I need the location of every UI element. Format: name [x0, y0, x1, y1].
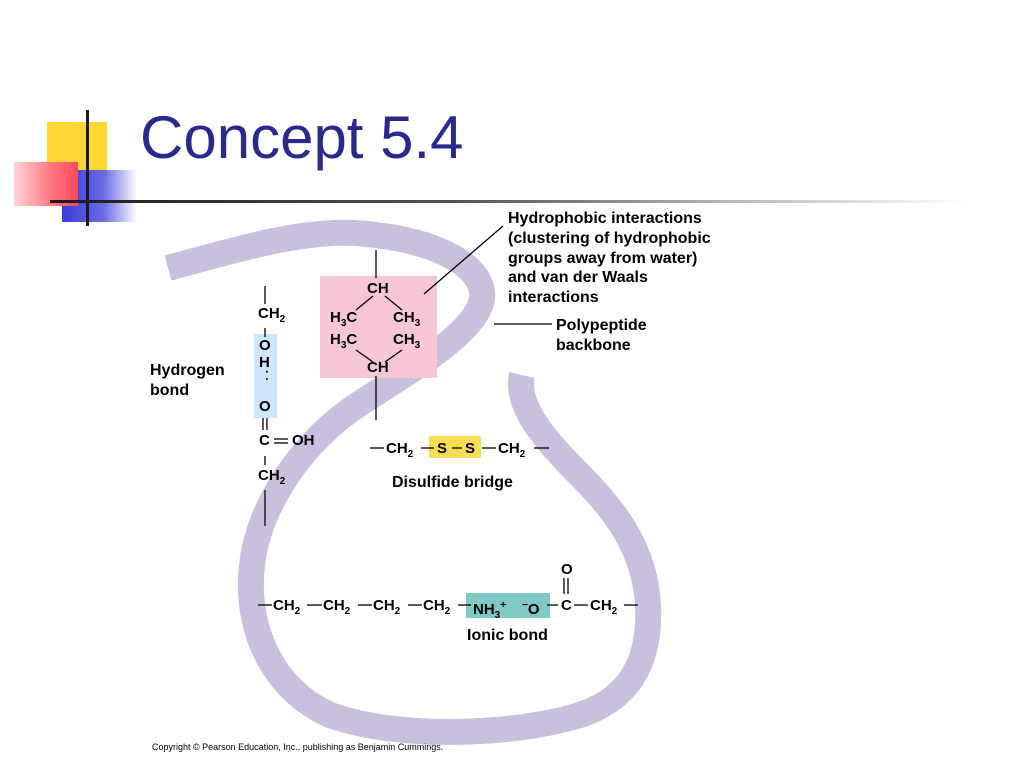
ionic-carbonyl-o: O — [561, 561, 573, 578]
disulfide-ch2-left: CH2 — [386, 440, 414, 460]
disulfide-ch2-right: CH2 — [498, 440, 526, 460]
hydrogen-bond-box — [254, 334, 277, 418]
backbone-label-line2: backbone — [556, 337, 631, 354]
backbone-label-line1: Polypeptide — [556, 317, 647, 334]
hydrogen-bond-dots: · · — [260, 370, 274, 382]
disulfide-box — [429, 436, 481, 458]
hydrophobic-h3c-top: H3C — [330, 309, 358, 329]
slide-title: Concept 5.4 — [140, 104, 464, 171]
hydrophobic-h3c-bottom: H3C — [330, 331, 358, 351]
hydrophobic-label-line3: groups away from water) — [508, 250, 698, 267]
left-ch2-top: CH2 — [258, 305, 286, 325]
disulfide-bridge-label: Disulfide bridge — [392, 474, 513, 491]
deco-vertical-line — [86, 110, 89, 226]
hydrogen-bond-label-line1: Hydrogen — [150, 362, 225, 379]
ionic-box — [466, 593, 550, 618]
hydrogen-bond-h: H — [259, 354, 270, 371]
ch-bond-left-bottom — [355, 349, 374, 363]
hydrogen-bond-o-bottom: O — [259, 398, 271, 415]
hydrophobic-label-line5: interactions — [508, 289, 599, 306]
hydrophobic-ch-bottom: CH — [367, 359, 389, 376]
copyright-notice: Copyright © Pearson Education, Inc., pub… — [152, 742, 444, 752]
hydrophobic-ch3-bottom: CH3 — [393, 331, 421, 351]
ionic-ch2-right: CH2 — [590, 597, 618, 617]
ch-bond-right-bottom — [384, 349, 403, 363]
deco-red-square — [14, 162, 78, 206]
ionic-bond-label: Ionic bond — [467, 627, 548, 644]
disulfide-s-right: S — [465, 440, 476, 457]
ch-bond-left-top — [355, 295, 374, 311]
ch-bond-right-top — [384, 295, 403, 311]
ionic-carbonyl-c: C — [561, 597, 572, 614]
carboxyl-oh: OH — [292, 432, 315, 449]
hydrophobic-leader-line — [423, 225, 504, 295]
title-rule — [50, 200, 970, 203]
hydrophobic-ch3-top: CH3 — [393, 309, 421, 329]
hydrogen-bond-o-top: O — [259, 337, 271, 354]
ionic-ch2-4: CH2 — [423, 597, 451, 617]
ionic-ch2-1: CH2 — [273, 597, 301, 617]
hydrophobic-ch-top: CH — [367, 280, 389, 297]
hydrophobic-label-line4: and van der Waals — [508, 269, 648, 286]
left-ch2-bottom: CH2 — [258, 467, 286, 487]
hydrophobic-label-line1: Hydrophobic interactions — [508, 210, 702, 227]
ionic-ch2-2: CH2 — [323, 597, 351, 617]
ionic-nh3-plus: NH3+ — [473, 600, 507, 621]
disulfide-s-left: S — [437, 440, 448, 457]
ionic-o-minus: −O — [522, 600, 540, 618]
ionic-ch2-3: CH2 — [373, 597, 401, 617]
hydrogen-bond-label-line2: bond — [150, 382, 190, 399]
hydrophobic-box — [320, 276, 437, 378]
carboxyl-c: C — [259, 432, 270, 449]
hydrophobic-label-line2: (clustering of hydrophobic — [508, 230, 711, 247]
polypeptide-backbone-ribbon — [164, 219, 662, 745]
